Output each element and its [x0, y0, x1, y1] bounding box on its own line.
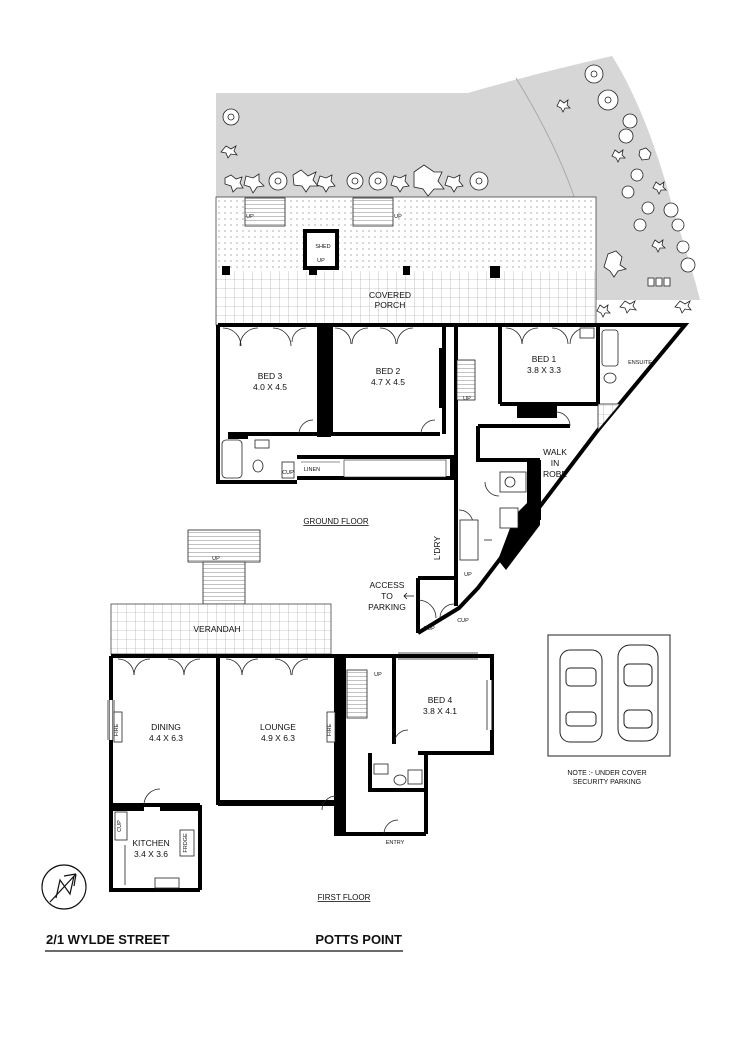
up-label-shed: UP	[317, 258, 325, 264]
ground-doors	[222, 327, 587, 619]
ground-floor-walls	[216, 323, 690, 635]
walk-in-robe-label-3: ROBE	[543, 469, 567, 479]
fireplaces	[113, 711, 336, 743]
bed1-size: 3.8 X 3.3	[527, 365, 561, 375]
bed4-label: BED 4	[428, 695, 453, 705]
entry-stairs	[187, 529, 261, 605]
first-wall-fills	[111, 656, 346, 834]
north-arrow-icon	[41, 864, 87, 910]
covered-porch-label-1: COVERED	[369, 290, 411, 300]
bed1-label: BED 1	[532, 354, 557, 364]
ground-internal-stairs	[456, 359, 476, 401]
ground-wall-fills	[228, 325, 557, 570]
dining-label: DINING	[151, 722, 181, 732]
parking-note-1: NOTE :- UNDER COVER	[567, 770, 646, 777]
ground-floor-title: GROUND FLOOR	[303, 517, 369, 526]
parking-diagram	[547, 634, 671, 757]
suburb-label: POTTS POINT	[315, 932, 402, 947]
cupboard-label-kitchen: CUP	[117, 820, 123, 832]
cupboard-label-access-right: CUP	[457, 618, 469, 624]
garden-stairs	[244, 197, 394, 227]
dining-size: 4.4 X 6.3	[149, 733, 183, 743]
first-internal-stairs	[346, 669, 368, 719]
up-label-laundry: UP	[464, 572, 472, 578]
up-label-ground-stair: UP	[463, 396, 471, 402]
up-label-entry-stair: UP	[212, 556, 220, 562]
verandah-label: VERANDAH	[193, 624, 240, 634]
ensuite-label: ENSUITE	[628, 360, 652, 366]
fire-label-lounge: FIRE	[327, 723, 333, 736]
fire-label-dining: FIRE	[114, 723, 120, 736]
kitchen-label: KITCHEN	[132, 838, 169, 848]
porch-paving	[215, 196, 597, 326]
walk-in-robe-label-1: WALK	[543, 447, 567, 457]
porch-posts	[222, 266, 500, 278]
bed3-bathroom	[221, 439, 295, 479]
kitchen-fixtures	[114, 811, 195, 889]
shed-label: SHED	[315, 244, 330, 250]
laundry-fixtures	[459, 471, 527, 561]
laundry-label: L'DRY	[432, 536, 442, 560]
bed4-size: 3.8 X 4.1	[423, 706, 457, 716]
fridge-label: FRDGE	[183, 833, 189, 853]
linen-label: LINEN	[304, 467, 320, 473]
access-parking-label-3: PARKING	[368, 602, 406, 612]
ensuite-fixtures	[579, 327, 621, 432]
kitchen-size: 3.4 X 3.6	[134, 849, 168, 859]
parking-note-2: SECURITY PARKING	[573, 779, 641, 786]
address-label: 2/1 WYLDE STREET	[46, 932, 170, 947]
lounge-size: 4.9 X 6.3	[261, 733, 295, 743]
verandah	[110, 603, 332, 655]
access-parking-label-2: TO	[381, 591, 393, 601]
bed2-label: BED 2	[376, 366, 401, 376]
access-parking-label-1: ACCESS	[370, 580, 405, 590]
up-label-garden-right: UP	[394, 214, 402, 220]
entry-label: ENTRY	[386, 840, 405, 846]
shed	[303, 229, 339, 270]
hall-cupboards	[301, 459, 447, 478]
lounge-label: LOUNGE	[260, 722, 296, 732]
first-floor-title: FIRST FLOOR	[318, 893, 371, 902]
bed3-label: BED 3	[258, 371, 283, 381]
first-floor-walls	[109, 654, 494, 892]
bed3-size: 4.0 X 4.5	[253, 382, 287, 392]
up-label-first-stair: UP	[374, 672, 382, 678]
up-label-garden-left: UP	[246, 214, 254, 220]
cupboard-label-access-left: CUP	[423, 626, 435, 632]
first-bathroom	[373, 763, 423, 786]
cupboard-label-bath: CUP	[282, 470, 294, 476]
walk-in-robe-label-2: IN	[551, 458, 560, 468]
first-doors	[109, 658, 492, 835]
covered-porch-label-2: PORCH	[375, 300, 406, 310]
access-arrow-icon	[403, 592, 414, 600]
bed2-size: 4.7 X 4.5	[371, 377, 405, 387]
